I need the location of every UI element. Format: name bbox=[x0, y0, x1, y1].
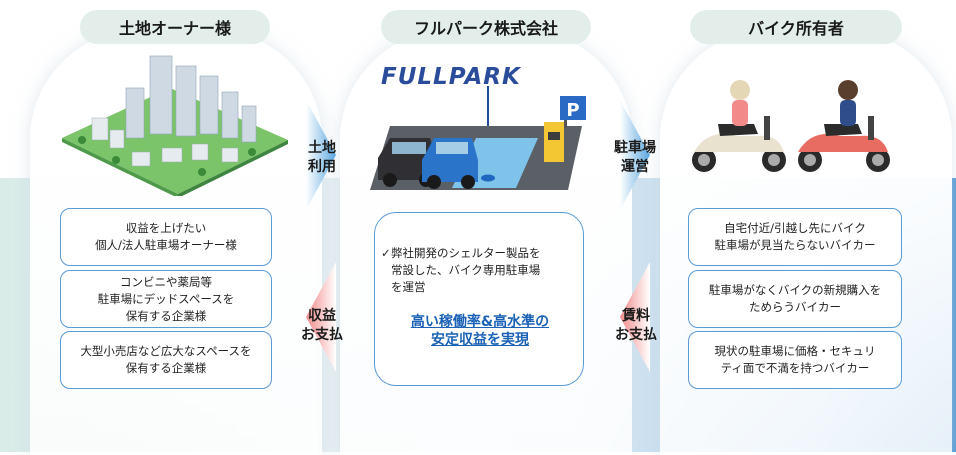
stable-revenue-highlight: 高い稼働率&高水準の 安定収益を実現 bbox=[410, 314, 550, 348]
parking-operation-label: 駐車場運営 bbox=[614, 140, 656, 175]
land-use-arrow bbox=[306, 100, 336, 210]
parking-operation-arrow bbox=[620, 100, 650, 210]
landowner-box-2: コンビニや薬局等駐車場にデッドスペースを保有する企業様 bbox=[60, 270, 272, 328]
land-use-label: 土地利用 bbox=[308, 140, 336, 175]
company-service-box: ✓ 弊社開発のシェルター製品を 常設した、バイク専用駐車場 を運営 高い稼働率&… bbox=[374, 212, 584, 386]
service-description: ✓ 弊社開発のシェルター製品を 常設した、バイク専用駐車場 を運営 bbox=[381, 246, 541, 294]
rent-payment-label: 賃料お支払 bbox=[615, 308, 657, 343]
biker-title: バイク所有者 bbox=[690, 10, 902, 44]
company-title: フルパーク株式会社 bbox=[381, 10, 591, 44]
check-mark: ✓ bbox=[381, 246, 391, 260]
revenue-payment-label: 収益お支払 bbox=[301, 308, 343, 343]
biker-box-3: 現状の駐車場に価格・セキュリティ面で不満を持つバイカー bbox=[688, 331, 902, 389]
landowner-box-1: 収益を上げたい個人/法人駐車場オーナー様 bbox=[60, 208, 272, 266]
biker-box-1: 自宅付近/引越し先にバイク駐車場が見当たらないバイカー bbox=[688, 208, 902, 266]
parking-sign: P bbox=[566, 100, 579, 121]
landowner-title: 土地オーナー様 bbox=[80, 10, 270, 44]
city-illustration bbox=[62, 55, 288, 196]
parking-illustration: P bbox=[370, 86, 586, 190]
fullpark-logo: FULLPARK bbox=[381, 64, 521, 90]
biker-box-2: 駐車場がなくバイクの新規購入をためらうバイカー bbox=[688, 270, 902, 328]
revenue-payment-arrow bbox=[306, 262, 336, 372]
rent-payment-arrow bbox=[620, 262, 650, 372]
scooter-illustration bbox=[692, 80, 890, 172]
landowner-box-3: 大型小売店など広大なスペースを保有する企業様 bbox=[60, 331, 272, 389]
